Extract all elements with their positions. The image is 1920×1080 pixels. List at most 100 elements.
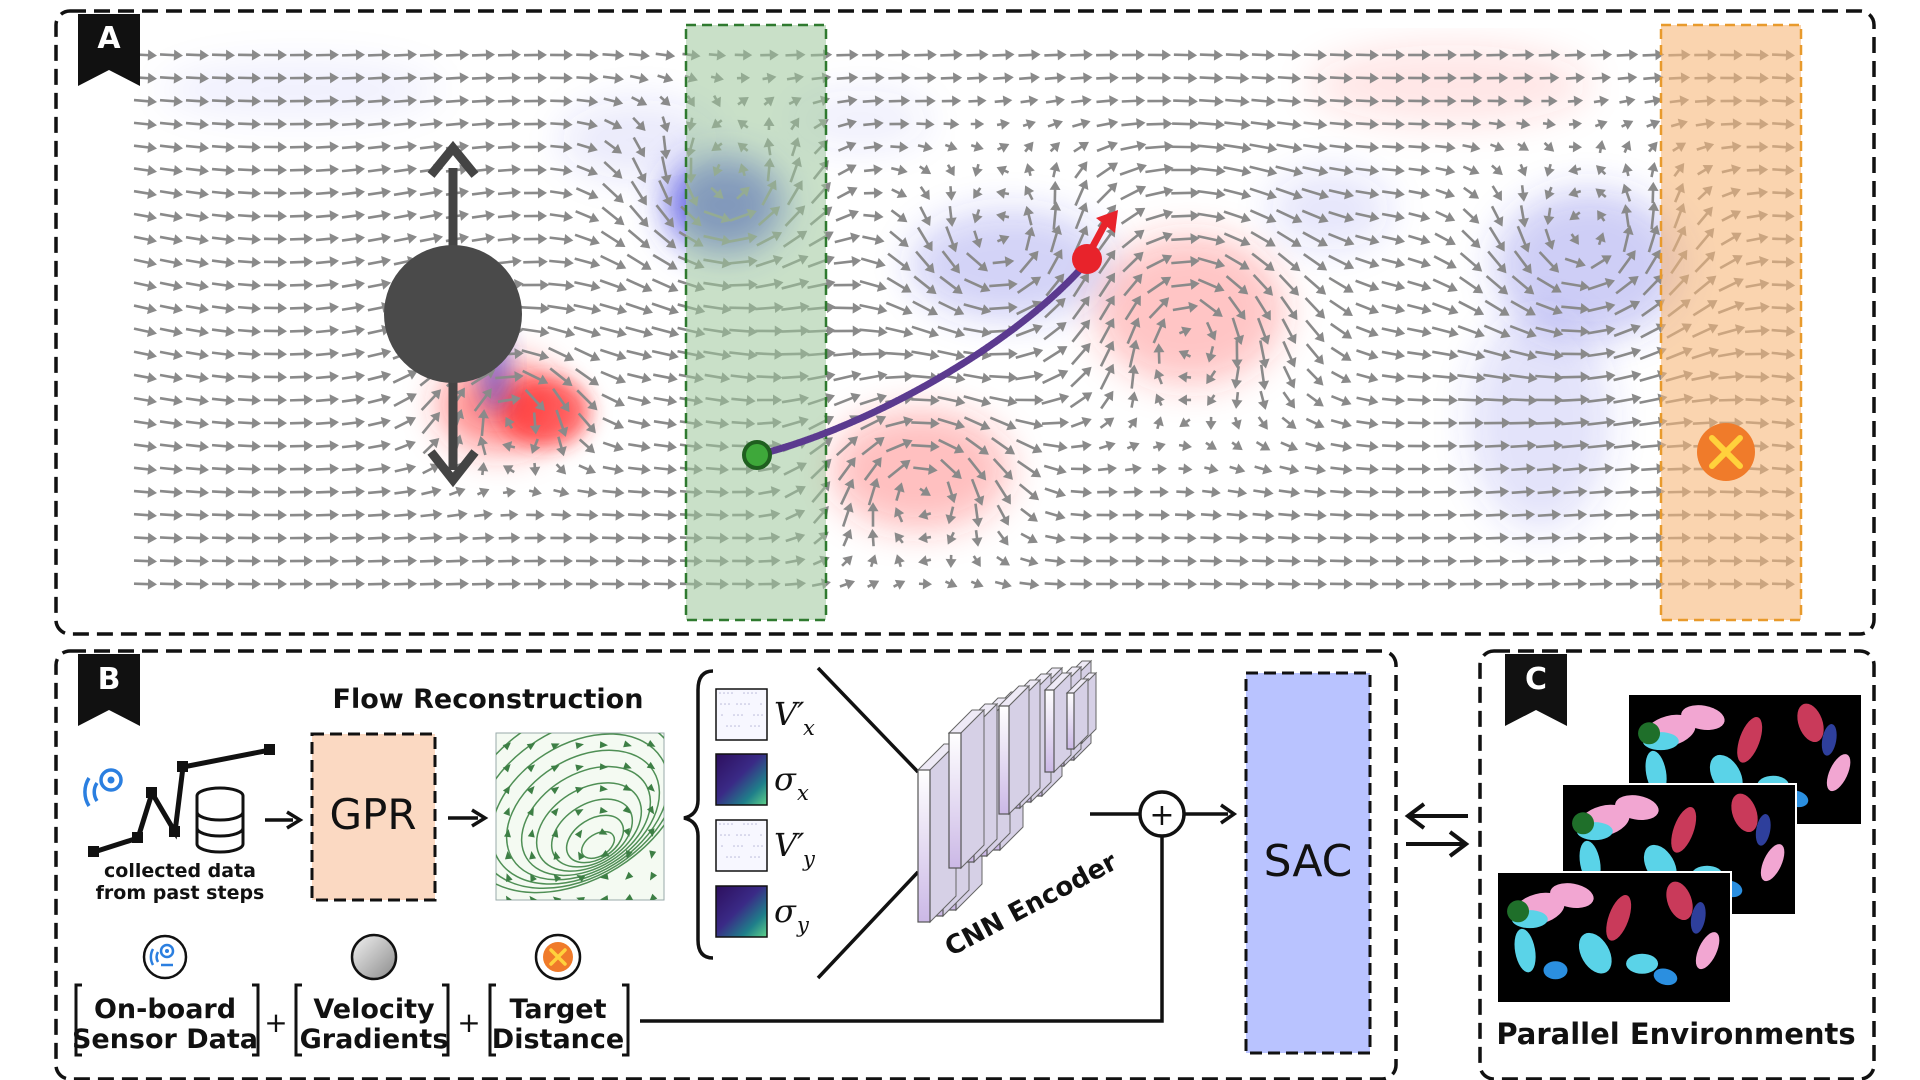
velocity-arrow (1016, 300, 1043, 316)
input-label-line2: Distance (492, 1024, 624, 1055)
velocity-arrow (1485, 578, 1510, 590)
velocity-arrow (914, 72, 937, 84)
velocity-arrow (237, 72, 261, 84)
velocity-arrow (548, 346, 575, 362)
velocity-arrow (1200, 532, 1223, 544)
velocity-arrow (1153, 343, 1165, 364)
velocity-arrow (1537, 532, 1562, 544)
velocity-arrow (1328, 188, 1355, 200)
velocity-arrow (944, 578, 958, 589)
velocity-arrow (315, 302, 339, 314)
velocity-arrow (1459, 578, 1484, 590)
velocity-arrow (602, 182, 624, 204)
velocity-arrow (211, 486, 235, 498)
velocity-arrow (497, 49, 521, 61)
velocity-arrow (237, 371, 261, 383)
velocity-arrow (1486, 72, 1509, 84)
velocity-arrow (1225, 49, 1250, 61)
velocity-arrow (1276, 142, 1303, 154)
velocity-arrow (1431, 302, 1459, 316)
velocity-arrow (1435, 164, 1456, 176)
velocity-arrow (965, 252, 988, 272)
velocity-arrow (1646, 119, 1661, 130)
velocity-arrow (185, 555, 209, 567)
velocity-arrow (1200, 555, 1223, 567)
map-speckle (754, 725, 756, 727)
velocity-arrow (1517, 141, 1529, 151)
velocity-arrow (1277, 119, 1302, 130)
velocity-arrow (890, 209, 908, 223)
velocity-arrow (657, 72, 674, 84)
velocity-arrow (573, 303, 602, 315)
velocity-arrow (524, 141, 547, 153)
velocity-arrow (1511, 509, 1536, 521)
velocity-arrow (1568, 187, 1582, 198)
velocity-arrow (1278, 274, 1300, 296)
streamline (520, 765, 652, 877)
velocity-arrow (863, 457, 882, 481)
velocity-arrow (289, 49, 313, 61)
velocity-arrow (237, 463, 261, 475)
velocity-arrow (945, 506, 957, 525)
velocity-arrow (263, 118, 287, 130)
velocity-arrow (1047, 249, 1063, 275)
input-label-line2: Sensor Data (72, 1024, 258, 1055)
velocity-arrow (1252, 509, 1275, 521)
velocity-arrow (628, 49, 650, 61)
velocity-arrow (550, 49, 573, 61)
velocity-arrow (289, 394, 313, 406)
velocity-arrow (1122, 555, 1145, 567)
agent-point (1072, 244, 1102, 274)
velocity-arrow (471, 578, 495, 590)
velocity-arrow (237, 417, 261, 429)
velocity-arrow (133, 234, 157, 246)
feature-symbol: σ (774, 760, 797, 798)
streamline-arrow (553, 873, 562, 883)
velocity-arrow (1458, 276, 1484, 294)
streamline-arrow (649, 850, 657, 859)
velocity-arrow (653, 486, 677, 498)
velocity-arrow (548, 279, 575, 291)
velocity-arrow (367, 393, 391, 405)
velocity-arrow (1197, 278, 1225, 293)
velocity-arrow (1100, 390, 1114, 410)
velocity-arrow (1304, 463, 1327, 475)
velocity-arrow (1253, 486, 1274, 498)
velocity-arrow (159, 280, 183, 292)
velocity-arrow (1569, 210, 1581, 221)
velocity-arrow (237, 233, 261, 245)
velocity-arrow (1178, 326, 1192, 337)
velocity-arrow (393, 118, 417, 130)
velocity-arrow (1071, 319, 1091, 343)
velocity-arrow (1304, 297, 1326, 319)
velocity-arrow (576, 555, 599, 567)
velocity-arrow (891, 188, 908, 198)
velocity-arrow (315, 555, 339, 567)
gpr-box (310, 732, 437, 902)
velocity-arrow (419, 72, 443, 84)
velocity-arrow (1355, 95, 1380, 107)
velocity-arrow (627, 395, 652, 407)
velocity-arrow (1223, 232, 1251, 247)
velocity-arrow (1071, 440, 1092, 452)
velocity-arrow (576, 532, 599, 544)
velocity-arrow (1223, 188, 1252, 200)
environment-vortex (1578, 932, 1612, 974)
velocity-arrow (237, 256, 261, 268)
velocity-arrow (289, 233, 313, 245)
velocity-arrow (994, 95, 1013, 107)
velocity-arrow (367, 210, 391, 221)
velocity-arrow (1407, 349, 1432, 360)
velocity-arrow (1544, 163, 1555, 177)
velocity-arrow (1049, 141, 1061, 153)
velocity-arrow (1435, 141, 1456, 153)
velocity-arrow (1587, 370, 1616, 382)
streamline-arrow (575, 742, 584, 750)
velocity-arrow (1329, 322, 1353, 339)
velocity-arrow (1330, 486, 1353, 498)
velocity-arrow (133, 165, 157, 176)
velocity-arrow (1020, 555, 1039, 567)
map-speckle (734, 856, 736, 858)
velocity-arrow (575, 187, 599, 200)
map-speckle (750, 856, 752, 858)
